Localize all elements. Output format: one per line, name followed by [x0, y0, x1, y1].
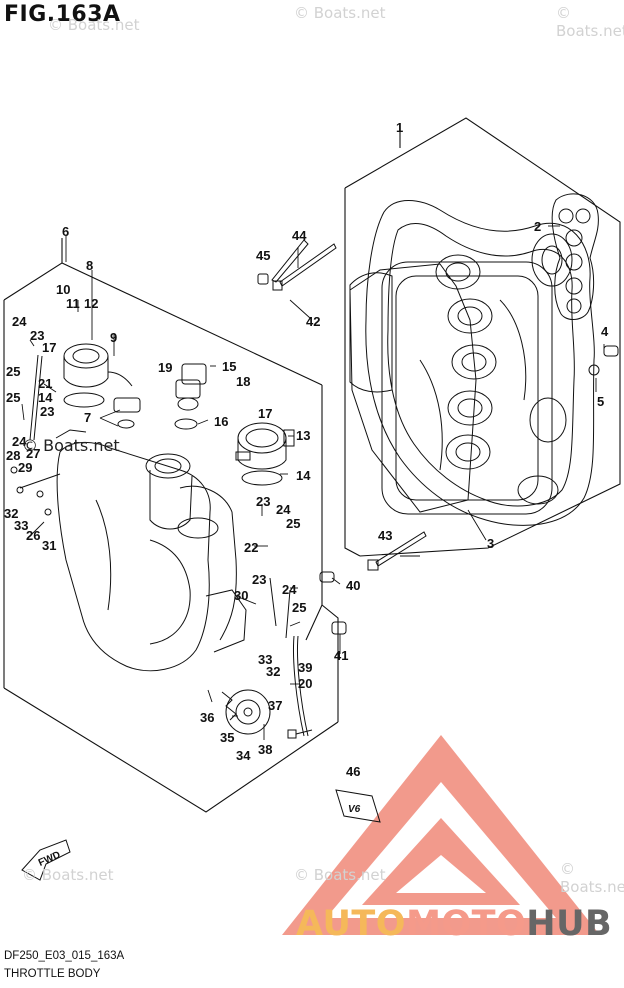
watermark: © Boats.net: [22, 866, 114, 884]
callout-25-d: 25: [6, 390, 20, 405]
callout-11: 11: [66, 296, 80, 311]
valve-15: [174, 363, 207, 430]
callout-8: 8: [86, 258, 93, 273]
callout-25-a: 25: [286, 516, 300, 531]
gasket-3: [349, 263, 477, 513]
callout-36: 36: [200, 710, 214, 725]
callout-30: 30: [234, 588, 248, 603]
brand-part-moto: MOTO: [406, 904, 527, 944]
callout-3: 3: [487, 536, 494, 551]
callout-24-a: 24: [276, 502, 291, 517]
gasket-14-left: [63, 392, 105, 408]
surge-tank-frame: [344, 117, 621, 557]
v6-label: V6: [348, 804, 361, 815]
callout-16: 16: [214, 414, 228, 429]
callout-13: 13: [296, 428, 310, 443]
callout-14-left: 14: [38, 390, 53, 405]
callout-5: 5: [597, 394, 604, 409]
watermark: © Boats.net: [294, 866, 386, 884]
watermark: © Boats.net: [560, 860, 624, 896]
watermark: © Boats.net: [22, 436, 120, 455]
callout-1: 1: [396, 120, 403, 135]
callout-10: 10: [56, 282, 70, 297]
callout-21: 21: [38, 376, 52, 391]
leader-lines: [21, 225, 605, 740]
callout-44: 44: [292, 228, 307, 243]
callout-15: 15: [222, 359, 236, 374]
callout-23-d: 23: [40, 404, 54, 419]
callout-25-b: 25: [292, 600, 306, 615]
intake-manifold-frame: [3, 238, 339, 813]
callout-28: 28: [6, 448, 20, 463]
intake-manifold: [55, 429, 247, 672]
callout-45: 45: [256, 248, 270, 263]
callout-26: 26: [26, 528, 40, 543]
throttle-body-13: [235, 422, 295, 470]
callout-2: 2: [534, 219, 541, 234]
callout-18: 18: [236, 374, 250, 389]
callout-46: 46: [346, 764, 360, 779]
callout-7: 7: [84, 410, 91, 425]
callout-4: 4: [601, 324, 609, 339]
brand-triangle-icon: [282, 735, 600, 935]
brand-logo: AUTOMOTOHUB: [296, 904, 612, 944]
callout-41: 41: [334, 648, 348, 663]
watermark: © Boats.net: [294, 4, 386, 22]
callout-22: 22: [244, 540, 258, 555]
callout-23-b: 23: [252, 572, 266, 587]
callout-32-b: 32: [266, 664, 280, 679]
callout-31: 31: [42, 538, 56, 553]
gasket-14-right: [241, 470, 283, 486]
figure-title: FIG.163A: [4, 2, 121, 27]
callout-17-left: 17: [42, 340, 56, 355]
callout-37: 37: [268, 698, 282, 713]
linkage-rods: [10, 354, 309, 737]
callout-29: 29: [18, 460, 32, 475]
brand-part-auto: AUTO: [296, 904, 407, 944]
callout-24-b: 24: [282, 582, 297, 597]
callout-43: 43: [378, 528, 392, 543]
callout-33-a: 33: [14, 518, 28, 533]
callout-17-right: 17: [258, 406, 272, 421]
callout-38: 38: [258, 742, 272, 757]
callout-40: 40: [346, 578, 360, 593]
callout-24-c: 24: [12, 314, 27, 329]
model-code: DF250_E03_015_163A: [4, 950, 125, 962]
callout-24-d: 24: [12, 434, 27, 449]
callout-20: 20: [298, 676, 312, 691]
callout-42: 42: [306, 314, 320, 329]
fwd-arrow-icon: [21, 839, 71, 881]
callout-35: 35: [220, 730, 234, 745]
callout-14-right: 14: [296, 468, 311, 483]
pulley-34: [221, 689, 271, 735]
callout-23-c: 23: [30, 328, 44, 343]
callout-23-a: 23: [256, 494, 270, 509]
callout-9: 9: [110, 330, 117, 345]
throttle-body-8: [63, 343, 133, 388]
watermark: © Boats.net: [48, 16, 140, 34]
callout-12: 12: [84, 296, 98, 311]
section-name: THROTTLE BODY: [4, 968, 101, 980]
callout-19: 19: [158, 360, 172, 375]
callout-numbers: 1 2 3 4 5 6 7 8 9 10 11 12 13 14 14 15 1…: [4, 120, 609, 779]
brand-part-hub: HUB: [526, 904, 613, 944]
callout-33-b: 33: [258, 652, 272, 667]
v6-emblem: [335, 789, 381, 823]
watermark: © Boats.net: [556, 4, 624, 40]
callout-6: 6: [62, 224, 69, 239]
callout-27: 27: [26, 446, 40, 461]
sensor-7: [113, 397, 141, 429]
callout-25-c: 25: [6, 364, 20, 379]
callout-32-a: 32: [4, 506, 18, 521]
gasket-2: [551, 193, 599, 320]
callout-34: 34: [236, 748, 251, 763]
callout-39: 39: [298, 660, 312, 675]
